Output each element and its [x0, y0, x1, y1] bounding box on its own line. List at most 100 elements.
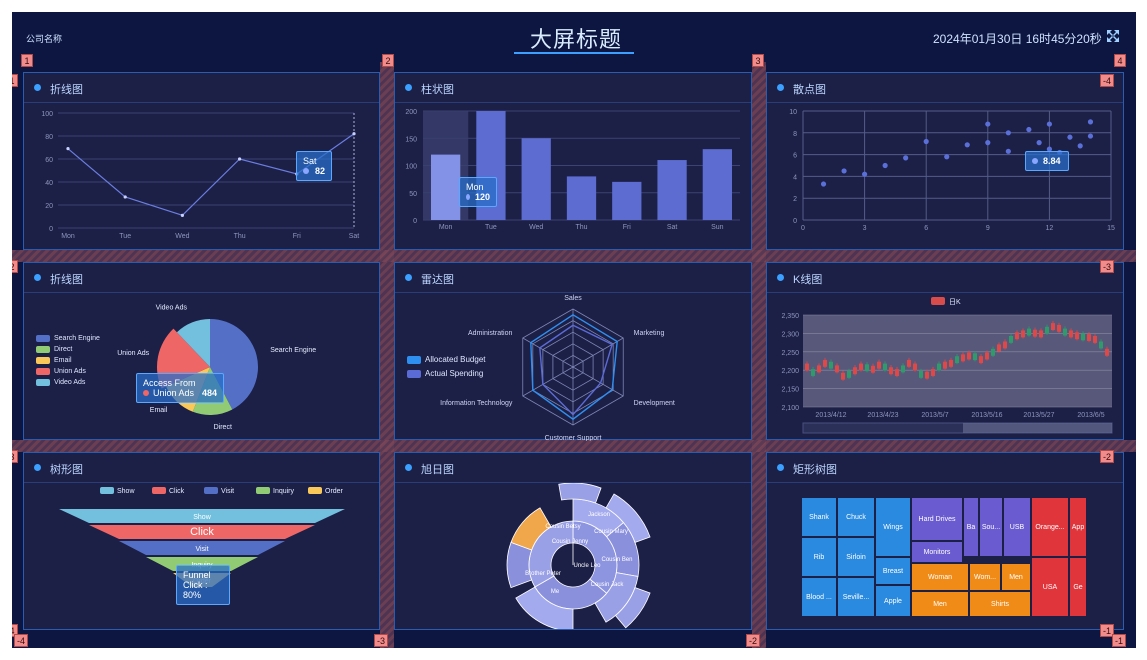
- treemap-cell[interactable]: Monitors: [911, 541, 963, 563]
- edge-marker: 2: [382, 54, 394, 67]
- scatter-point: [1046, 146, 1052, 152]
- x-tick-label: Fri: [293, 233, 302, 240]
- treemap-cell[interactable]: Hard Drives: [911, 497, 963, 541]
- y-tick-label: 0: [793, 218, 797, 225]
- x-tick-label: Wed: [175, 233, 189, 240]
- sunburst-label: Cousin Mary: [594, 529, 628, 535]
- radar-indicator-label: Sales: [564, 295, 582, 302]
- y-tick-label: 8: [793, 131, 797, 138]
- tooltip-name: Union Ads: [153, 388, 195, 398]
- candle: [1075, 332, 1079, 340]
- legend-swatch: [152, 487, 166, 494]
- treemap-cell[interactable]: Sirloin: [837, 537, 875, 577]
- radar-indicator-label: Development: [634, 400, 675, 407]
- candle: [985, 352, 989, 360]
- edge-marker: -2: [746, 634, 761, 647]
- bullet-icon: [777, 84, 784, 91]
- treemap-cell[interactable]: Ge: [1069, 557, 1087, 617]
- treemap-cell[interactable]: Breast: [875, 557, 911, 585]
- bullet-icon: [405, 84, 412, 91]
- treemap-cell[interactable]: Seville...: [837, 577, 875, 617]
- scatter-tooltip: 8.84: [1025, 151, 1069, 171]
- panel-title: 折线图: [50, 84, 83, 96]
- treemap-cell[interactable]: Woman: [911, 563, 969, 591]
- pie-label: Search Engine: [270, 347, 316, 354]
- scatter-point: [1067, 134, 1073, 140]
- tooltip-value: 8.84: [1043, 156, 1061, 166]
- x-tick-label: 6: [924, 225, 928, 232]
- treemap-cell[interactable]: Wings: [875, 497, 911, 557]
- legend-item[interactable]: Video Ads: [36, 379, 100, 386]
- scatter-point: [944, 154, 950, 160]
- bar: [431, 154, 461, 220]
- treemap-cell[interactable]: USA: [1031, 557, 1069, 617]
- fullscreen-icon[interactable]: [1107, 30, 1119, 42]
- legend-swatch: [931, 297, 945, 305]
- panel-title: 雷达图: [421, 274, 454, 286]
- candle: [1033, 329, 1037, 337]
- treemap-cell[interactable]: Men: [911, 591, 969, 617]
- panel-header: 矩形树图: [767, 453, 1123, 483]
- y-tick-label: 6: [793, 153, 797, 160]
- candle: [1099, 341, 1103, 349]
- pie-label: Video Ads: [156, 304, 188, 311]
- x-tick-label: Mon: [439, 224, 453, 231]
- treemap-cell[interactable]: Ba: [963, 497, 979, 557]
- treemap-cell[interactable]: Blood ...: [801, 577, 837, 617]
- legend-item[interactable]: Search Engine: [36, 335, 100, 342]
- bullet-icon: [34, 464, 41, 471]
- treemap-cell[interactable]: Rib: [801, 537, 837, 577]
- legend-item[interactable]: Union Ads: [36, 368, 100, 375]
- legend-item[interactable]: Email: [36, 357, 100, 364]
- y-tick-label: 4: [793, 174, 797, 181]
- legend-label: Click: [169, 488, 185, 495]
- legend-item[interactable]: Direct: [36, 346, 100, 353]
- x-tick-label: 2013/5/7: [921, 412, 948, 419]
- candle: [1045, 326, 1049, 334]
- scatter-point: [985, 121, 991, 127]
- edge-marker: -3: [374, 634, 389, 647]
- treemap-cell[interactable]: Men: [1001, 563, 1031, 591]
- candle: [937, 363, 941, 371]
- scatter-point: [882, 162, 888, 169]
- legend-label: Inquiry: [273, 488, 295, 495]
- treemap-cell[interactable]: Apple: [875, 585, 911, 617]
- treemap-cell[interactable]: Shank: [801, 497, 837, 537]
- candle: [1081, 333, 1085, 341]
- x-tick-label: 2013/5/16: [971, 412, 1002, 419]
- treemap-cell[interactable]: USB: [1003, 497, 1031, 557]
- legend-label: Actual Spending: [425, 369, 484, 378]
- bar: [566, 176, 597, 220]
- y-tick-label: 100: [41, 111, 53, 118]
- candle: [871, 365, 875, 373]
- edge-marker: 4: [1114, 54, 1126, 67]
- candle: [919, 370, 923, 378]
- panel-header: 柱状图: [395, 73, 751, 103]
- y-tick-label: 2,300: [781, 331, 799, 338]
- datetime-display: 2024年01月30日 16时45分20秒: [933, 32, 1102, 46]
- legend-swatch: [36, 335, 50, 342]
- treemap-cell[interactable]: App: [1069, 497, 1087, 557]
- panel-title: 柱状图: [421, 84, 454, 96]
- treemap-cell[interactable]: Wom...: [969, 563, 1001, 591]
- treemap-cell[interactable]: Shirts: [969, 591, 1031, 617]
- line-point: [352, 132, 356, 136]
- sunburst-ring3: [558, 483, 602, 504]
- legend-label: Video Ads: [54, 379, 86, 386]
- x-tick-label: Tue: [119, 233, 131, 240]
- sunburst-label: Cousin Ben: [601, 557, 632, 563]
- candle: [1015, 332, 1019, 340]
- y-tick-label: 2: [793, 196, 797, 203]
- bar: [521, 138, 551, 220]
- treemap-cell[interactable]: Sou...: [979, 497, 1003, 557]
- treemap-cell[interactable]: Chuck: [837, 497, 875, 537]
- x-tick-label: 12: [1046, 225, 1054, 232]
- horizontal-gap-2: [12, 440, 1136, 452]
- treemap-cell[interactable]: Orange...: [1031, 497, 1069, 557]
